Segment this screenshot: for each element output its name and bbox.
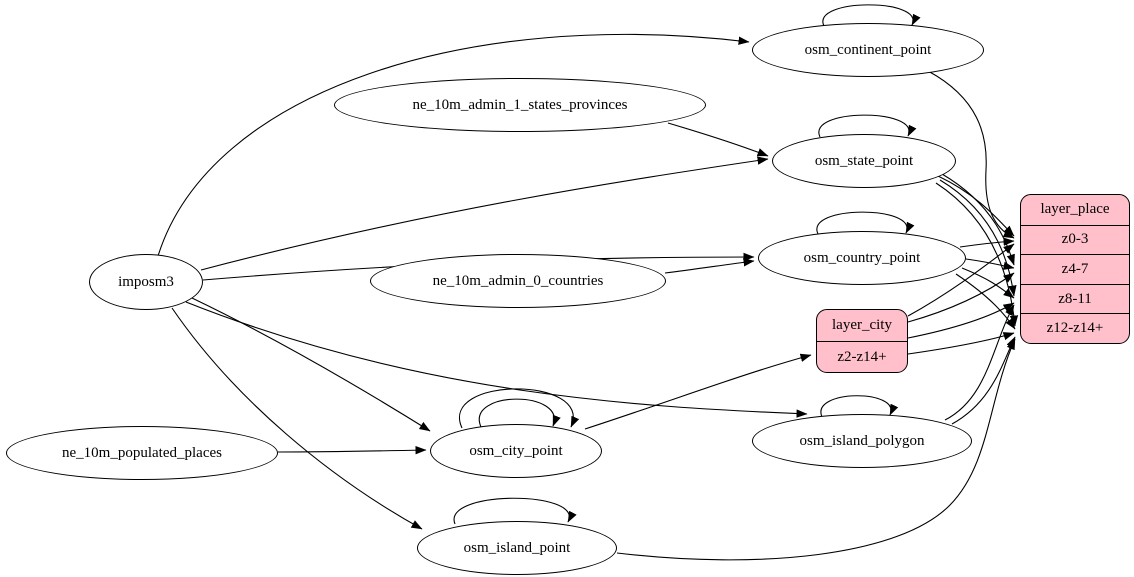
edge-provinces-state: [667, 122, 769, 157]
edge-islandpoly-z12: [951, 336, 1016, 425]
edge-islandpoly-z8: [944, 304, 1015, 421]
edge-layercity-z4: [907, 272, 1015, 323]
layer-place-row-z0-3: z0-3: [1021, 224, 1129, 255]
edge-selfloop-islandpoint: [453, 497, 577, 525]
layer-place-row-z12-z14: z12-z14+: [1021, 313, 1129, 343]
edge-imposm3-continent: [157, 33, 750, 257]
edge-state-z0: [937, 175, 1015, 237]
edge-imposm3-islandpoint: [171, 307, 423, 530]
layer-place-row-z8-11: z8-11: [1021, 283, 1129, 314]
node-imposm3-label: imposm3: [118, 273, 174, 290]
node-osm-continent-point-label: osm_continent_point: [804, 41, 932, 58]
edge-selfloop-continent: [822, 4, 921, 27]
edge-country-z0: [959, 237, 1015, 248]
node-ne-10m-admin-1-states-provinces-label: ne_10m_admin_1_states_provinces: [412, 96, 628, 113]
node-ne-10m-admin-0-countries: ne_10m_admin_0_countries: [370, 254, 666, 308]
node-osm-city-point-label: osm_city_point: [469, 442, 563, 459]
edge-country-z4: [965, 258, 1015, 270]
edge-selfloop-state: [818, 114, 917, 138]
edge-layercity-z0: [907, 243, 1015, 317]
node-osm-island-polygon-label: osm_island_polygon: [799, 432, 925, 449]
edge-populated-city: [277, 446, 427, 455]
node-ne-10m-populated-places: ne_10m_populated_places: [6, 426, 278, 480]
layer-city-row-z2-z14: z2-z14+: [817, 341, 907, 372]
edge-continent-z0: [927, 70, 1015, 239]
node-imposm3: imposm3: [89, 254, 203, 310]
edge-islandpoint-z12: [616, 338, 1016, 561]
node-osm-continent-point: osm_continent_point: [752, 23, 984, 77]
edge-layercity-z12: [907, 332, 1015, 355]
node-osm-state-point: osm_state_point: [772, 134, 956, 188]
layer-city-title: layer_city: [832, 317, 892, 333]
edge-selfloop-city-inner: [478, 398, 561, 428]
edge-imposm3-city: [191, 297, 431, 432]
edge-country-z8: [961, 267, 1015, 299]
node-osm-island-point: osm_island_point: [417, 521, 617, 575]
node-layer-place: layer_place z0-3 z4-7 z8-11 z12-z14+: [1020, 194, 1130, 344]
edge-city-layercity: [584, 353, 812, 430]
edge-state-z4: [941, 173, 1015, 266]
node-ne-10m-admin-1-states-provinces: ne_10m_admin_1_states_provinces: [334, 78, 706, 132]
node-ne-10m-admin-0-countries-label: ne_10m_admin_0_countries: [432, 272, 604, 289]
layer-place-title: layer_place: [1040, 201, 1110, 218]
edge-imposm3-islandpoly: [185, 301, 808, 418]
node-osm-country-point-label: osm_country_point: [803, 249, 921, 266]
node-osm-country-point: osm_country_point: [758, 231, 966, 285]
node-osm-city-point: osm_city_point: [430, 424, 602, 478]
layer-place-row-z4-7: z4-7: [1021, 254, 1129, 284]
edge-state-z8: [939, 179, 1017, 297]
node-ne-10m-populated-places-label: ne_10m_populated_places: [62, 444, 222, 461]
node-layer-city: layer_city z2-z14+: [816, 309, 908, 373]
edge-country-z12: [955, 273, 1016, 330]
edge-selfloop-islandpoly: [820, 395, 899, 418]
node-osm-state-point-label: osm_state_point: [814, 152, 914, 169]
edge-countries-country: [664, 258, 755, 274]
edge-imposm3-state: [200, 156, 769, 271]
node-osm-island-point-label: osm_island_point: [463, 539, 571, 556]
edge-selfloop-country: [816, 211, 915, 235]
node-osm-island-polygon: osm_island_polygon: [752, 414, 972, 468]
